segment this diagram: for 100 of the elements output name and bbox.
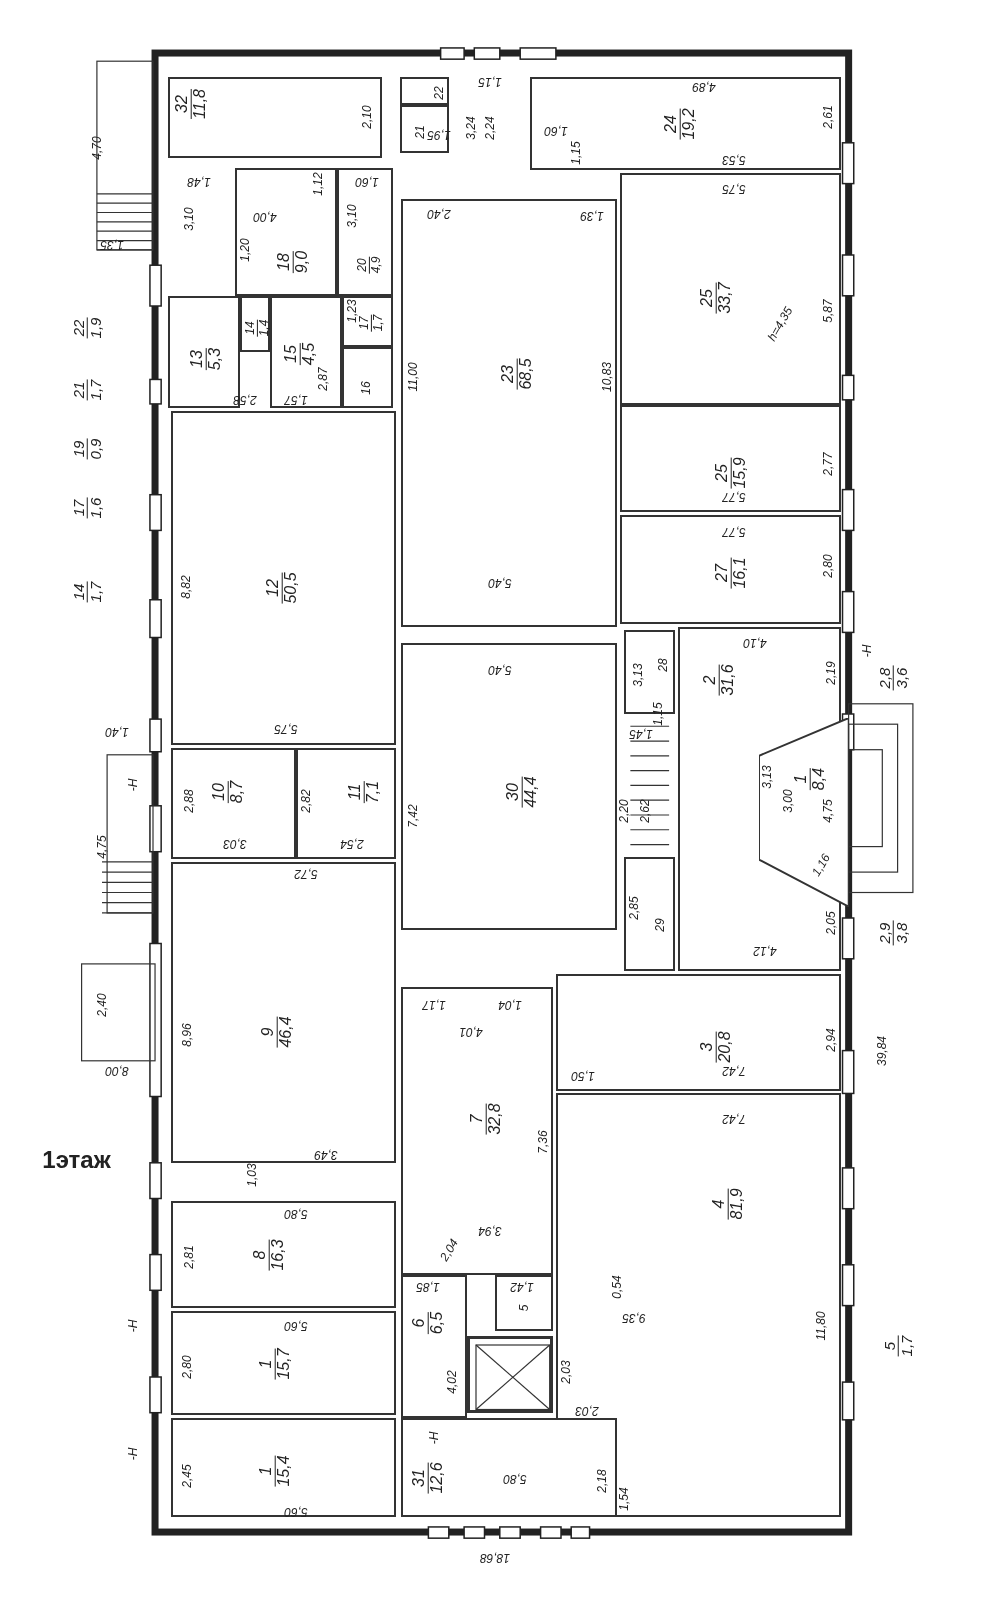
room-number: 12 (265, 572, 283, 605)
room-outline (620, 515, 842, 625)
dimension-label: 1,39 (579, 210, 604, 223)
dimension-label: 8,96 (180, 1023, 193, 1047)
room-area: 4,9 (369, 256, 383, 274)
dimension-label: 1,04 (498, 998, 522, 1011)
dimension-label: 1,54 (618, 1487, 631, 1512)
dimension-label: 5,77 (722, 490, 747, 503)
room-area: 68,5 (517, 358, 535, 390)
room-number: 28 (656, 658, 670, 672)
dimension-label: 1,23 (345, 299, 358, 323)
dimension-label: 1,12 (312, 171, 325, 196)
room-outline (171, 1200, 396, 1308)
room-outline (341, 295, 393, 347)
dimension-label: 3,94 (477, 1225, 502, 1238)
dimension-label: 1,15 (477, 75, 502, 88)
room-outline (171, 1310, 396, 1415)
room-number: 22 (432, 86, 445, 100)
room-outline (234, 168, 337, 296)
room-outline (400, 987, 553, 1275)
dimension-label: 4,75 (822, 799, 835, 823)
dimension-label: 11,80 (815, 1311, 828, 1341)
dimension-label: 39,84 (876, 1035, 889, 1066)
dimension-label: 5,40 (488, 577, 512, 590)
dimension-label: 7,42 (722, 1065, 747, 1077)
dimension-label: -Н (126, 779, 139, 792)
dimension-label: 4,75 (96, 834, 108, 859)
floor-label: 1этаж (42, 1147, 111, 1172)
dimension-label: -Н (126, 1447, 139, 1460)
room-area: 4,5 (300, 342, 318, 365)
room-number: 7 (469, 1103, 487, 1135)
dimension-label: 1,15 (651, 702, 664, 726)
dimension-label: 4,12 (753, 944, 777, 957)
room-number: 30 (504, 776, 523, 809)
dimension-label: 1,40 (105, 726, 129, 739)
room-number: 25 (698, 282, 717, 314)
room-number: 24 (663, 108, 681, 140)
room-area: 33,7 (716, 282, 734, 314)
room-outline (530, 76, 842, 171)
room-number: 6 (411, 1311, 429, 1334)
room-number: 1 (792, 768, 811, 791)
room-number: 10 (211, 781, 229, 804)
room-outline (400, 198, 618, 628)
dimension-label: 5,80 (284, 1207, 308, 1220)
dimension-label: 2,80 (180, 1355, 193, 1379)
room-number: 2 (701, 664, 720, 696)
dimension-label: 4,01 (459, 1026, 483, 1039)
room-outline (171, 861, 396, 1163)
dimension-label: 5,60 (284, 1505, 308, 1518)
room-outline (620, 404, 842, 513)
dimension-label: 2,18 (595, 1469, 608, 1493)
room-number: 1 (258, 1455, 276, 1487)
window-size-label: 1,7 (898, 1335, 914, 1357)
dimension-label: 3,10 (345, 204, 358, 228)
dimension-label: 5,87 (822, 299, 835, 323)
room-area: 11,8 (191, 89, 208, 119)
dimension-label: 5,60 (284, 1320, 308, 1332)
room-number: 11 (346, 781, 365, 804)
window-size-label: 1,7 (87, 379, 103, 401)
dimension-label: 1,85 (416, 1281, 441, 1294)
dimension-label: 2,19 (825, 661, 838, 685)
room-outline (399, 76, 449, 106)
room-number: 8 (251, 1239, 270, 1271)
room-outline (336, 168, 393, 296)
room-area: 20,8 (716, 1031, 734, 1064)
room-area: 19,2 (680, 108, 698, 140)
window-size-label: 14 (70, 581, 88, 602)
dimension-label: 2,88 (182, 789, 195, 813)
room-outline (400, 1417, 618, 1517)
dimension-label: 2,94 (825, 1028, 838, 1053)
dimension-label: -Н (861, 644, 873, 658)
room-outline (555, 1093, 842, 1517)
dimension-label: 8,00 (105, 1065, 129, 1077)
room-area: 15,9 (731, 457, 749, 489)
room-area: 9,0 (293, 250, 310, 274)
dimension-label: 2,20 (618, 799, 631, 823)
room-number: 21 (413, 124, 427, 139)
room-outline (624, 856, 676, 972)
dimension-label: 4,02 (445, 1370, 458, 1394)
dimension-label: 1,48 (187, 175, 211, 188)
room-number: 1 (258, 1348, 276, 1380)
dimension-label: 4,70 (90, 136, 103, 160)
dimension-label: 2,45 (180, 1464, 193, 1488)
dimension-label: 2,10 (361, 105, 374, 129)
dimension-label: 2,40 (96, 993, 108, 1017)
dimension-label: 5,80 (503, 1473, 527, 1485)
dimension-label: 1,57 (284, 393, 308, 406)
room-number: 3 (698, 1031, 717, 1064)
room-area: 8,4 (810, 768, 828, 791)
window-size-label: 22 (70, 318, 88, 339)
dimension-label: 5,75 (273, 723, 298, 736)
room-area: 1,4 (257, 319, 271, 338)
vestibule-outline (758, 718, 849, 907)
dimension-label: 2,85 (628, 896, 641, 920)
dimension-label: -Н (427, 1431, 440, 1445)
dimension-label: 2,77 (822, 452, 835, 476)
dimension-label: 3,10 (182, 207, 195, 231)
dimension-label: 2,80 (822, 554, 835, 578)
dimension-label: 1,20 (238, 238, 251, 262)
room-area: 7,1 (364, 781, 382, 804)
